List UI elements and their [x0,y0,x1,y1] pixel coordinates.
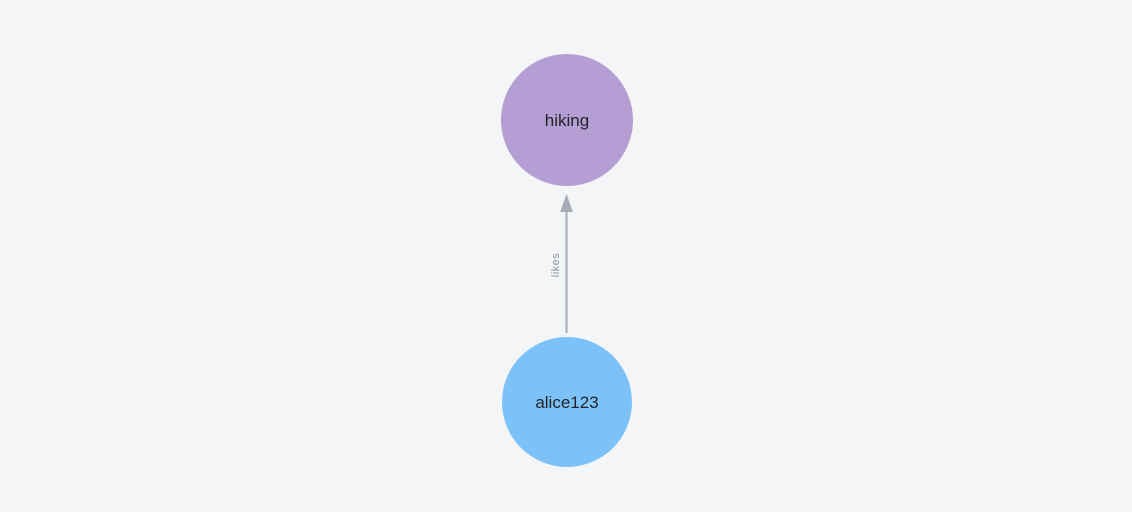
node-alice123-label: alice123 [535,393,598,412]
node-hiking[interactable] [501,54,633,186]
node-hiking-group: hiking [501,54,633,186]
node-hiking-label: hiking [545,111,589,130]
edge-likes-arrowhead[interactable] [560,194,573,212]
node-alice123[interactable] [502,337,632,467]
node-alice123-group: alice123 [502,337,632,467]
edge-likes[interactable]: likes [550,194,573,333]
edge-likes-label[interactable]: likes [550,253,562,278]
